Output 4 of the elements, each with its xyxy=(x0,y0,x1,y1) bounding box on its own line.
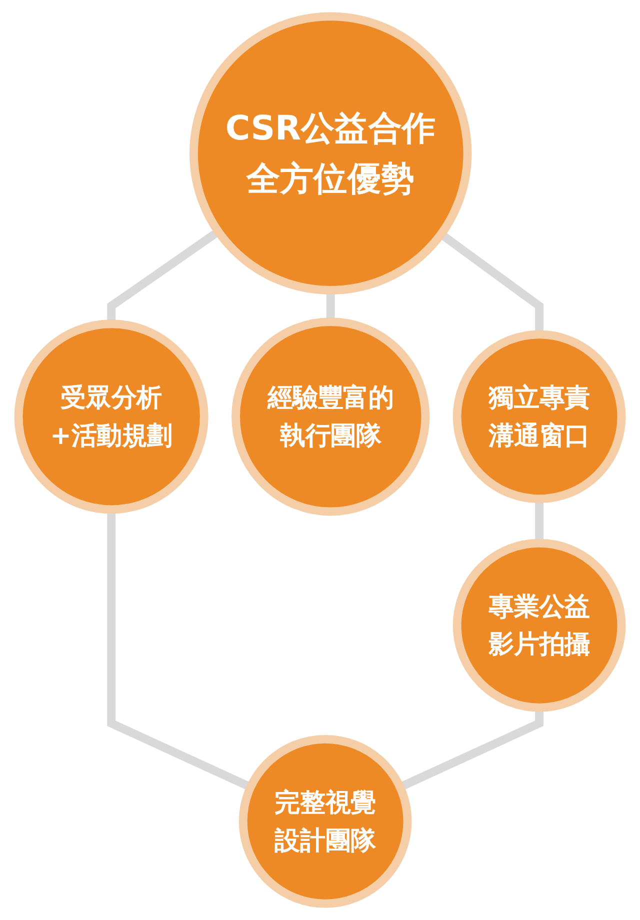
node-circle: CSR公益合作全方位優勢 xyxy=(190,12,472,294)
node-circle: 完整視覺設計團隊 xyxy=(238,734,412,908)
node-circle: 受眾分析+活動規劃 xyxy=(14,320,208,514)
node-circle: 專業公益影片拍攝 xyxy=(452,538,626,712)
